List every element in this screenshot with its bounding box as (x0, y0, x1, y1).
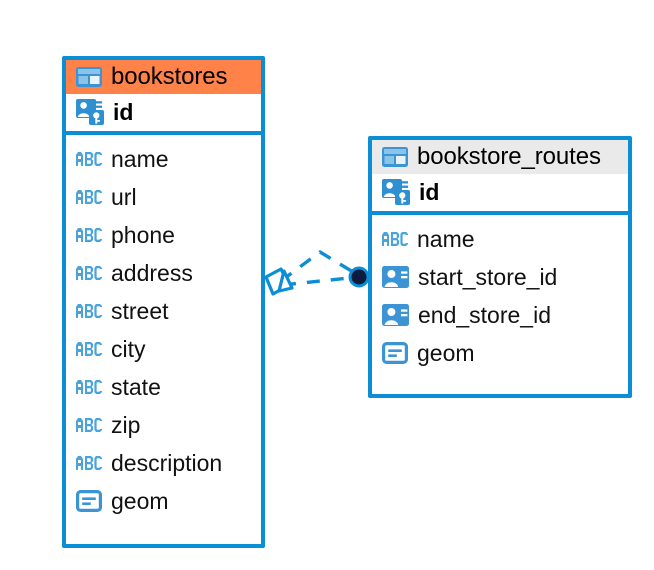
abc-text-icon (76, 342, 102, 357)
abc-text-icon (76, 456, 102, 471)
geometry-icon (382, 342, 408, 365)
foreign-key-icon (382, 304, 409, 327)
table-title: bookstore_routes (417, 143, 601, 170)
column-row[interactable]: start_store_id (382, 258, 620, 296)
column-label: phone (111, 222, 175, 249)
primary-key-icon (382, 179, 410, 206)
column-label: geom (111, 488, 169, 515)
column-row[interactable]: state (76, 368, 253, 406)
column-row[interactable]: end_store_id (382, 296, 620, 334)
relationship-source-diamond (264, 267, 291, 296)
column-label: street (111, 298, 169, 325)
column-label: geom (417, 340, 475, 367)
relationship-source-tail (277, 269, 294, 293)
primary-key-row-bookstore-routes[interactable]: id (372, 174, 628, 216)
primary-key-row-bookstores[interactable]: id (66, 94, 261, 136)
column-list-bookstores: name url phone address street city state zip des… (66, 135, 261, 526)
column-row[interactable]: description (76, 444, 253, 482)
primary-key-label: id (419, 179, 440, 206)
er-table-bookstores[interactable]: bookstores id name url phone address street c… (62, 56, 265, 548)
table-grid-icon (382, 146, 408, 167)
column-label: name (111, 146, 169, 173)
abc-text-icon (76, 380, 102, 395)
column-label: address (111, 260, 193, 287)
table-header-bookstore-routes[interactable]: bookstore_routes (372, 140, 628, 175)
column-label: description (111, 450, 223, 477)
abc-text-icon (76, 152, 102, 167)
column-label: zip (111, 412, 141, 439)
column-label: url (111, 184, 137, 211)
column-label: start_store_id (418, 264, 558, 291)
column-label: name (417, 226, 475, 253)
geometry-icon (76, 490, 102, 513)
table-header-bookstores[interactable]: bookstores (66, 60, 261, 95)
abc-text-icon (382, 232, 408, 247)
primary-key-icon (76, 99, 104, 126)
column-label: state (111, 374, 161, 401)
table-title: bookstores (111, 63, 228, 90)
relationship-line-upper (279, 250, 359, 283)
column-row[interactable]: name (382, 220, 620, 258)
foreign-key-icon (382, 266, 409, 289)
column-row[interactable]: phone (76, 216, 253, 254)
relationship-target-dot (348, 266, 370, 288)
column-label: end_store_id (418, 302, 551, 329)
abc-text-icon (76, 304, 102, 319)
primary-key-label: id (113, 99, 134, 126)
abc-text-icon (76, 266, 102, 281)
column-row[interactable]: name (76, 140, 253, 178)
column-row[interactable]: address (76, 254, 253, 292)
table-grid-icon (76, 66, 102, 87)
column-row[interactable]: zip (76, 406, 253, 444)
column-row[interactable]: geom (382, 334, 620, 372)
column-row[interactable]: street (76, 292, 253, 330)
abc-text-icon (76, 418, 102, 433)
abc-text-icon (76, 228, 102, 243)
column-row[interactable]: city (76, 330, 253, 368)
relationship-line-lower (282, 275, 359, 287)
column-label: city (111, 336, 146, 363)
column-row[interactable]: url (76, 178, 253, 216)
column-row[interactable]: geom (76, 482, 253, 520)
abc-text-icon (76, 190, 102, 205)
